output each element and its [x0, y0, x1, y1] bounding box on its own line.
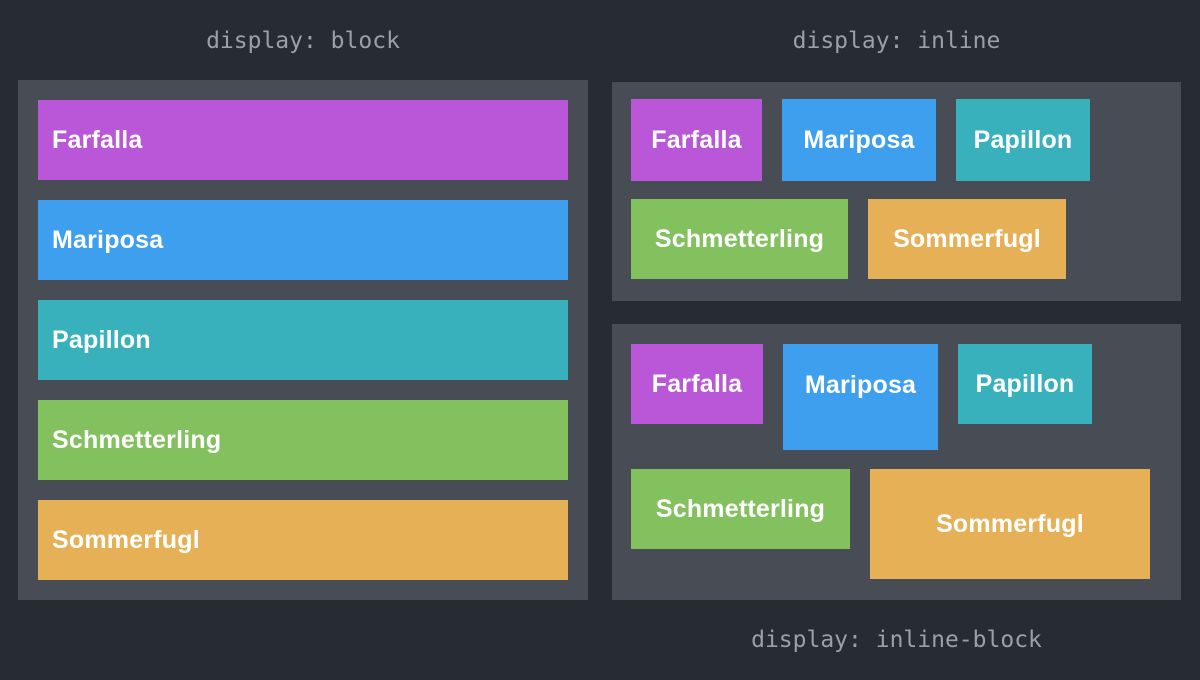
inline-item-papillon: Papillon — [956, 99, 1090, 181]
inline-demo-panel: Farfalla Mariposa Papillon Schmetterling… — [612, 82, 1181, 301]
inline-block-item-papillon: Papillon — [958, 344, 1092, 424]
inline-demo-row-2: Schmetterling Sommerfugl — [631, 199, 1162, 279]
block-demo-title: display: block — [206, 28, 400, 54]
inline-block-demo-title: display: inline-block — [751, 627, 1042, 653]
inline-block-item-farfalla: Farfalla — [631, 344, 763, 424]
block-item-farfalla: Farfalla — [38, 100, 568, 180]
block-item-mariposa: Mariposa — [38, 200, 568, 280]
block-item-sommerfugl: Sommerfugl — [38, 500, 568, 580]
inline-block-demo-panel: Farfalla Mariposa Papillon Schmetterling… — [612, 324, 1181, 600]
inline-item-mariposa: Mariposa — [782, 99, 936, 181]
inline-demo-title: display: inline — [792, 28, 1001, 54]
inline-item-sommerfugl: Sommerfugl — [868, 199, 1066, 279]
inline-block-demo-row-2: Schmetterling Sommerfugl — [631, 469, 1162, 579]
inline-demo-row-1: Farfalla Mariposa Papillon — [631, 99, 1162, 181]
block-item-schmetterling: Schmetterling — [38, 400, 568, 480]
inline-block-item-sommerfugl: Sommerfugl — [870, 469, 1150, 579]
inline-block-item-schmetterling: Schmetterling — [631, 469, 850, 549]
inline-item-schmetterling: Schmetterling — [631, 199, 848, 279]
inline-item-farfalla: Farfalla — [631, 99, 762, 181]
block-demo-panel: Farfalla Mariposa Papillon Schmetterling… — [18, 80, 588, 600]
inline-block-demo-row-1: Farfalla Mariposa Papillon — [631, 344, 1162, 450]
inline-block-item-mariposa: Mariposa — [783, 344, 938, 450]
block-item-papillon: Papillon — [38, 300, 568, 380]
